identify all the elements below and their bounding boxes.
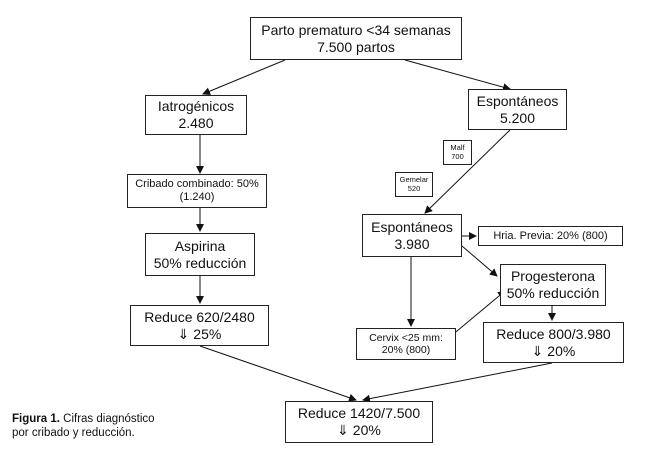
spontaneous-mid-count: 3.980 xyxy=(394,235,430,252)
reduce-aspirin-value-row: ⇓ 25% xyxy=(178,326,222,343)
previa-node: Hria. Previa: 20% (800) xyxy=(478,226,623,246)
gemelar-count: 520 xyxy=(407,183,421,193)
iatrogenic-count: 2.480 xyxy=(178,115,214,131)
spontaneous-top-count: 5.200 xyxy=(499,109,536,126)
arrow-root-to-iatrogenic xyxy=(202,59,286,96)
reduce-prog-value-row: ⇓ 20% xyxy=(532,343,576,360)
arrow-spontaneous-mid-to-progesterone xyxy=(461,245,498,277)
malf-label: Malf xyxy=(450,143,465,153)
root-title: Parto prematuro <34 semanas xyxy=(261,21,451,38)
arrow-cervix-to-progesterone xyxy=(450,290,506,337)
figure-label: Figura 1. xyxy=(12,413,60,425)
figure-caption: Figura 1. Cifras diagnóstico por cribado… xyxy=(12,412,155,441)
cervix-node: Cervix <25 mm: 20% (800) xyxy=(356,328,456,360)
iatrogenic-node: Iatrogénicos 2.480 xyxy=(145,95,247,135)
root-node: Parto prematuro <34 semanas 7.500 partos xyxy=(250,17,462,60)
gemelar-label: Gemelar xyxy=(399,175,429,185)
reduce-total-title: Reduce 1420/7.500 xyxy=(297,405,421,422)
aspirin-effect: 50% reducción xyxy=(153,254,247,271)
previa-text: Hria. Previa: 20% (800) xyxy=(493,229,608,242)
root-count: 7.500 partos xyxy=(317,38,395,55)
malf-count: 700 xyxy=(451,151,464,161)
aspirin-node: Aspirina 50% reducción xyxy=(145,233,255,276)
reduce-prog-node: Reduce 800/3.980 ⇓ 20% xyxy=(483,322,624,363)
reduce-total-value-row: ⇓ 20% xyxy=(337,422,381,439)
figure-caption-text-1: Cifras diagnóstico xyxy=(63,413,155,425)
progesterone-title: Progesterona xyxy=(510,268,596,285)
reduce-aspirin-title: Reduce 620/2480 xyxy=(144,308,255,325)
gemelar-node: Gemelar 520 xyxy=(395,172,433,197)
reduce-prog-percent: 20% xyxy=(547,342,576,359)
iatrogenic-title: Iatrogénicos xyxy=(157,98,235,115)
down-arrow-icon: ⇓ xyxy=(531,342,544,359)
reduce-aspirin-percent: 25% xyxy=(193,325,222,342)
arrow-spontaneous-to-spontaneous-mid xyxy=(424,129,511,214)
spontaneous-mid-node: Espontáneos 3.980 xyxy=(362,214,462,257)
arrow-root-to-spontaneous xyxy=(404,59,511,91)
arrow-reduce-prog-to-total xyxy=(362,362,553,403)
down-arrow-icon: ⇓ xyxy=(337,422,349,438)
spontaneous-top-node: Espontáneos 5.200 xyxy=(468,89,567,130)
reduce-prog-title: Reduce 800/3.980 xyxy=(496,325,611,342)
aspirin-title: Aspirina xyxy=(174,237,226,254)
reduce-aspirin-node: Reduce 620/2480 ⇓ 25% xyxy=(130,305,269,346)
screening-count: (1.240) xyxy=(179,191,215,203)
malf-node: Malf 700 xyxy=(443,140,472,165)
screening-title: Cribado combinado: 50% xyxy=(135,178,259,191)
spontaneous-top-title: Espontáneos xyxy=(476,92,559,109)
cervix-title: Cervix <25 mm: xyxy=(369,331,443,344)
progesterone-node: Progesterona 50% reducción xyxy=(500,264,606,306)
cervix-count: 20% (800) xyxy=(381,344,431,356)
down-arrow-icon: ⇓ xyxy=(177,325,190,342)
spontaneous-mid-title: Espontáneos xyxy=(371,218,453,235)
arrow-reduce-aspirin-to-total xyxy=(199,345,357,402)
progesterone-effect: 50% reducción xyxy=(506,285,600,301)
reduce-total-node: Reduce 1420/7.500 ⇓ 20% xyxy=(285,401,433,443)
reduce-total-percent: 20% xyxy=(352,422,381,438)
screening-node: Cribado combinado: 50% (1.240) xyxy=(127,174,267,208)
figure-caption-text-2: por cribado y reducción. xyxy=(12,427,135,440)
